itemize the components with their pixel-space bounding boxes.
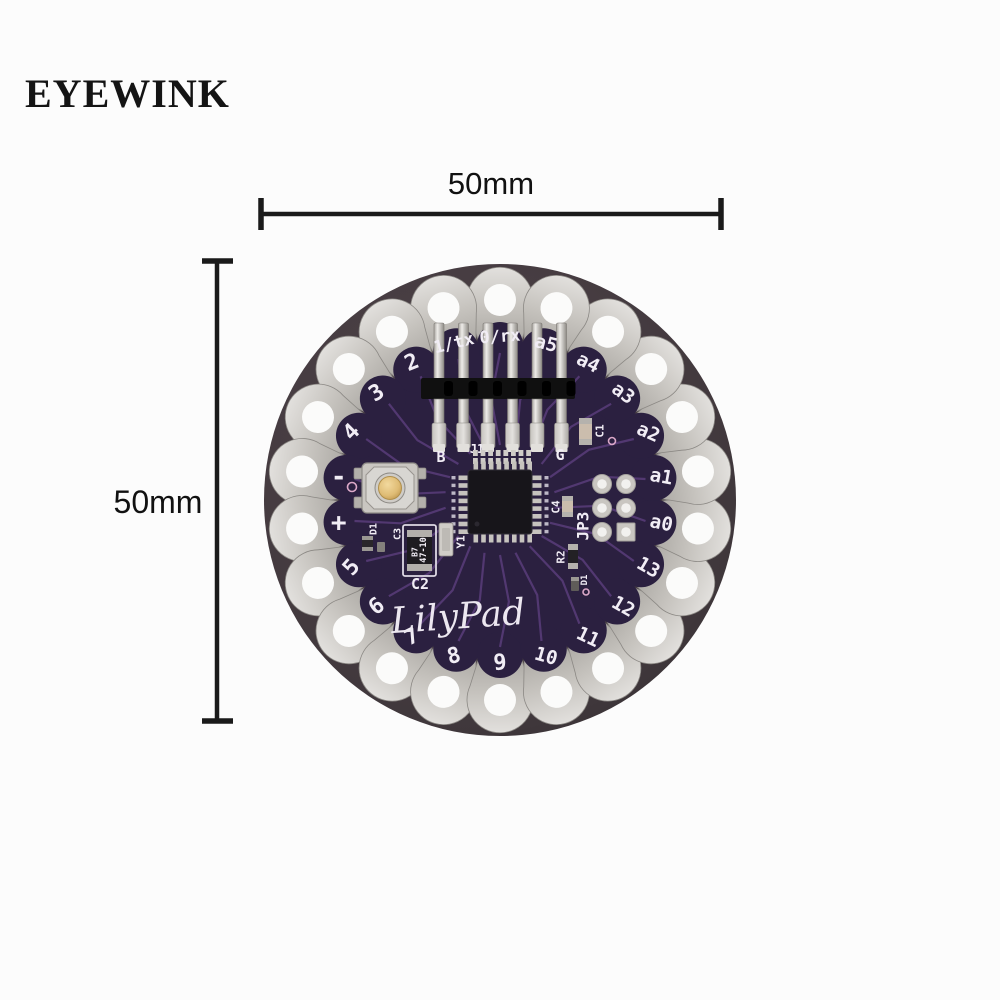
silk-ring (346, 481, 358, 493)
dimension-height-label: 50mm (114, 484, 203, 520)
solder-pad (433, 444, 445, 452)
petal-hole (427, 675, 460, 708)
solder-pad (555, 444, 568, 452)
petal-hole (332, 614, 365, 647)
label-c3: C3 (393, 528, 404, 540)
label-c2: C2 (411, 575, 429, 593)
label-c1: C1 (594, 424, 607, 438)
petal-hole (635, 353, 668, 386)
header-label-b: B (436, 448, 445, 466)
petal-hole (665, 401, 698, 434)
header-pin (556, 322, 567, 382)
petal-hole (302, 566, 335, 599)
brand-logo: EYEWINK (25, 71, 230, 116)
petal-pad (466, 653, 534, 734)
header-label-g: G (555, 446, 564, 464)
pin1-dot (474, 521, 480, 527)
petal-hole (540, 675, 573, 708)
petal-hole (375, 652, 408, 685)
petal-hole (427, 292, 460, 325)
label-y1: Y1 (455, 535, 468, 549)
solder-pad (457, 444, 470, 452)
petal-hole (592, 315, 625, 348)
petal-hole (332, 353, 365, 386)
label-d1: D1 (580, 575, 590, 586)
petal-hole (592, 652, 625, 685)
reset-button (353, 462, 427, 514)
label-d1-left: D1 (369, 523, 380, 535)
label-r2: R2 (555, 550, 568, 563)
petal-hole (635, 614, 668, 647)
label-c4: C4 (550, 500, 563, 514)
petal-hole (540, 292, 573, 325)
cap-c4 (562, 496, 573, 517)
isp-pads (473, 450, 531, 464)
label-jp3: JP3 (574, 512, 593, 541)
c2-marking-2: B7 (411, 547, 420, 557)
petal-label: 9 (493, 650, 508, 676)
petal-hole (665, 566, 698, 599)
dimension-width: 50mm (258, 166, 724, 230)
cap-c1 (579, 418, 592, 445)
lilypad-logo-script: LilyPad (389, 592, 527, 642)
res-r2 (568, 544, 578, 569)
petal-label: 0/rx (479, 326, 521, 349)
silk-ring (607, 436, 617, 446)
petal-label: a1 (648, 464, 674, 490)
petal-hole (286, 455, 319, 488)
petal-hole (681, 455, 714, 488)
dimension-height: 50mm (114, 258, 233, 724)
petal-label: - (331, 462, 347, 492)
petal-label: a0 (648, 510, 675, 536)
silk-ring (582, 588, 590, 596)
c2-marking: 47-10 (419, 537, 429, 563)
petal-label: + (331, 508, 347, 538)
silk-outline-c2 (402, 524, 437, 577)
solder-pad (531, 444, 543, 452)
petal-hole (484, 684, 516, 716)
petal-hole (484, 284, 516, 316)
mcu-chip (451, 461, 549, 543)
button-plunger (378, 476, 402, 500)
petal-hole (302, 401, 335, 434)
mcu-body (467, 469, 533, 535)
petal-hole (375, 315, 408, 348)
dimension-width-label: 50mm (448, 166, 534, 201)
petal-label: 8 (445, 643, 464, 670)
petal-hole (681, 512, 714, 545)
cap-c2 (407, 530, 432, 571)
jp3-holes: JP3 (574, 474, 636, 542)
petal-hole (286, 512, 319, 545)
